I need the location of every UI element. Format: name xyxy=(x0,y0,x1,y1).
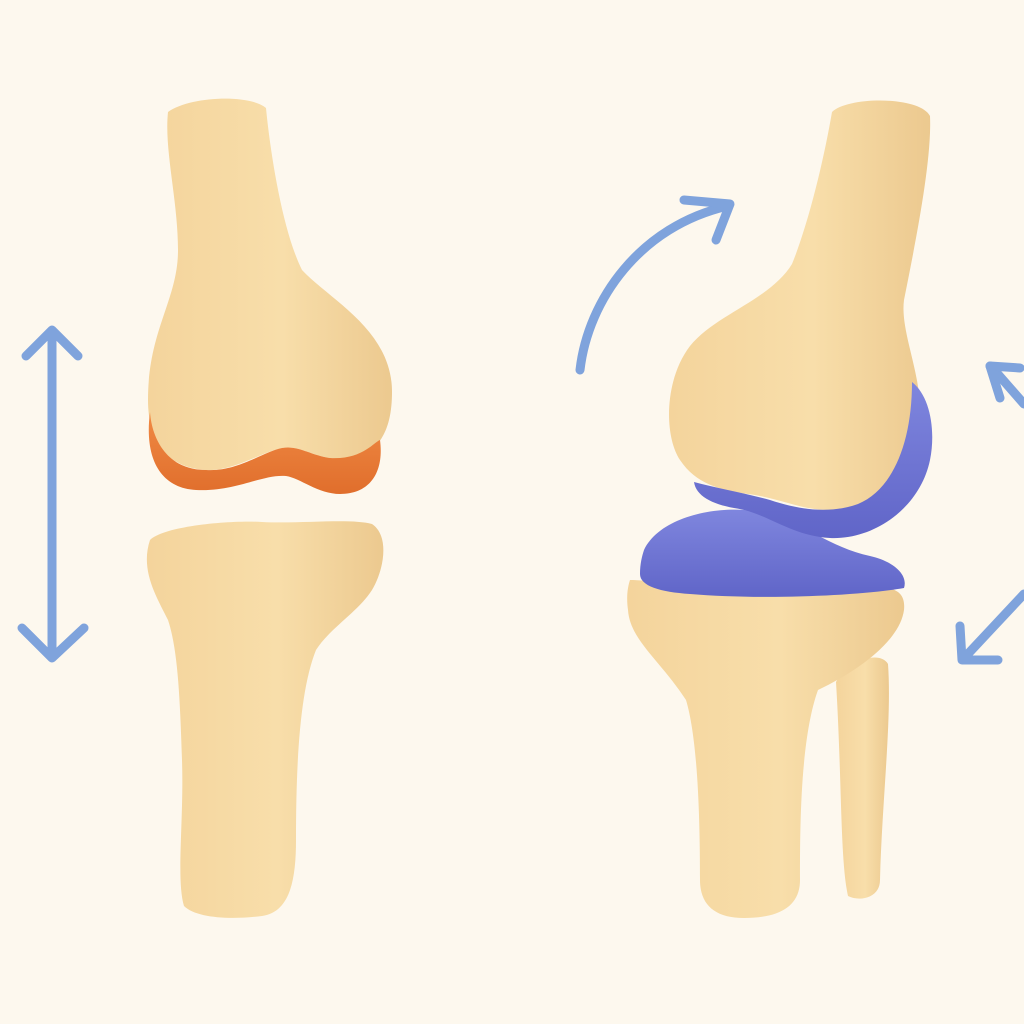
curved-arrow-icon xyxy=(575,195,735,375)
left-knee xyxy=(146,98,392,918)
right-tibia xyxy=(627,580,905,918)
diagonal-arrows-icon xyxy=(955,361,1024,665)
double-arrow-vertical-icon xyxy=(17,325,89,663)
left-femur-cartilage xyxy=(148,412,381,494)
left-tibia xyxy=(146,521,384,918)
right-fibula xyxy=(836,657,889,899)
right-femur-cartilage xyxy=(694,382,933,539)
right-knee xyxy=(627,100,933,918)
left-femur xyxy=(148,98,392,471)
right-femur xyxy=(669,100,931,510)
right-tibia-cartilage xyxy=(640,509,905,597)
